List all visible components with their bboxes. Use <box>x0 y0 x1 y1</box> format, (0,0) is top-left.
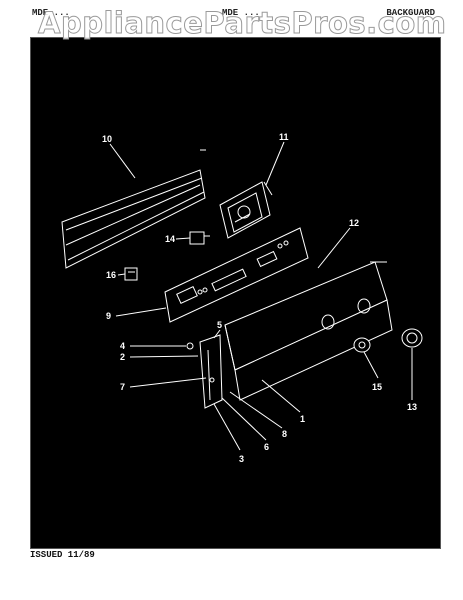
part-4-screw <box>186 342 194 350</box>
part-15-knob <box>353 337 371 353</box>
part-5-end-cap <box>199 334 223 409</box>
callout-13: 13 <box>407 402 417 412</box>
callout-3: 3 <box>239 454 244 464</box>
callout-4: 4 <box>120 341 125 351</box>
part-14-switch <box>189 231 210 245</box>
part-11-timer <box>219 181 273 239</box>
part-9-control-panel <box>164 227 309 323</box>
callout-11: 11 <box>279 132 289 142</box>
callout-15: 15 <box>372 382 382 392</box>
callout-8: 8 <box>282 429 287 439</box>
leader-lines <box>109 141 413 451</box>
callout-14: 14 <box>165 234 175 244</box>
issued-date: ISSUED 11/89 <box>30 550 95 560</box>
callout-10: 10 <box>102 134 112 144</box>
callout-1: 1 <box>300 414 305 424</box>
part-10-back-panel <box>61 149 206 269</box>
callout-2: 2 <box>120 352 125 362</box>
part-13-knob <box>401 328 423 348</box>
part-16-bracket <box>124 267 138 281</box>
callout-6: 6 <box>264 442 269 452</box>
callout-7: 7 <box>120 382 125 392</box>
callout-5: 5 <box>217 320 222 330</box>
callout-12: 12 <box>349 218 359 228</box>
callout-9: 9 <box>106 311 111 321</box>
sheet-header: MDE ... MDE ... BACKGUARD <box>32 8 435 22</box>
header-model-text: MDE ... <box>32 8 70 18</box>
section-title: BACKGUARD <box>386 8 435 18</box>
part-12-backguard <box>224 261 393 401</box>
callout-16: 16 <box>106 270 116 280</box>
watermark-text: AppliancePartsPros.com <box>37 6 447 41</box>
header-mid-text: MDE ... <box>222 8 260 18</box>
callout-numbers: 10 11 12 14 16 9 4 2 7 5 3 6 8 1 15 13 <box>102 132 417 464</box>
